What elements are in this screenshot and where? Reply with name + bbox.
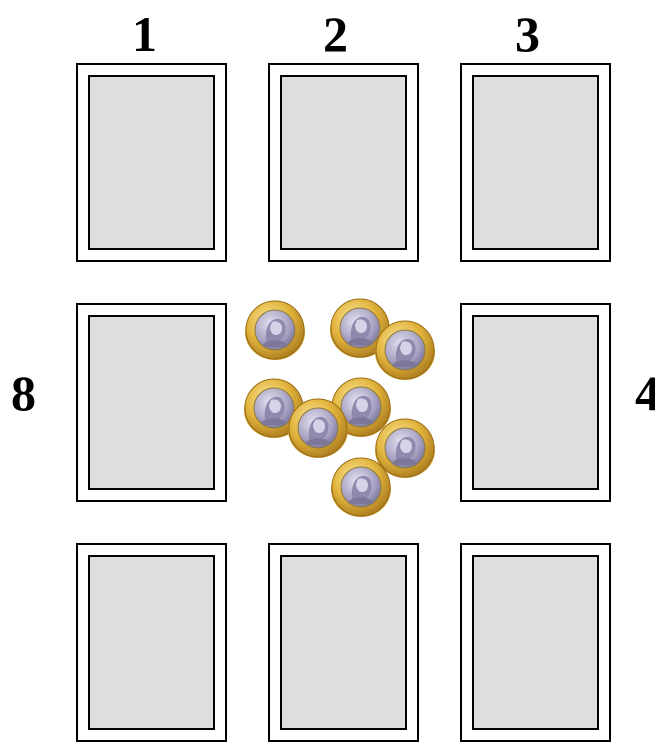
position-label-1: 1	[132, 9, 157, 59]
card-face	[88, 555, 215, 730]
position-label-3: 3	[515, 9, 540, 59]
coin-icon	[330, 299, 390, 358]
card-position-7[interactable]	[76, 543, 227, 742]
card-position-8[interactable]	[76, 303, 227, 502]
position-label-4: 4	[635, 368, 655, 418]
card-position-5[interactable]	[460, 543, 611, 742]
card-face	[472, 315, 599, 490]
coin-icon	[331, 458, 391, 517]
coin-icon	[375, 321, 435, 380]
card-position-3[interactable]	[460, 63, 611, 262]
card-face	[472, 555, 599, 730]
card-face	[88, 75, 215, 250]
card-face	[88, 315, 215, 490]
card-face	[472, 75, 599, 250]
coin-icon	[331, 378, 391, 437]
position-label-2: 2	[323, 9, 348, 59]
card-face	[280, 75, 407, 250]
card-face	[280, 555, 407, 730]
card-position-6[interactable]	[268, 543, 419, 742]
card-position-2[interactable]	[268, 63, 419, 262]
card-position-4[interactable]	[460, 303, 611, 502]
card-position-1[interactable]	[76, 63, 227, 262]
coin-icon	[288, 399, 348, 458]
coin-icon	[375, 419, 435, 478]
coin-icon	[244, 379, 304, 438]
position-label-8: 8	[11, 368, 36, 418]
coin-icon	[245, 301, 305, 360]
